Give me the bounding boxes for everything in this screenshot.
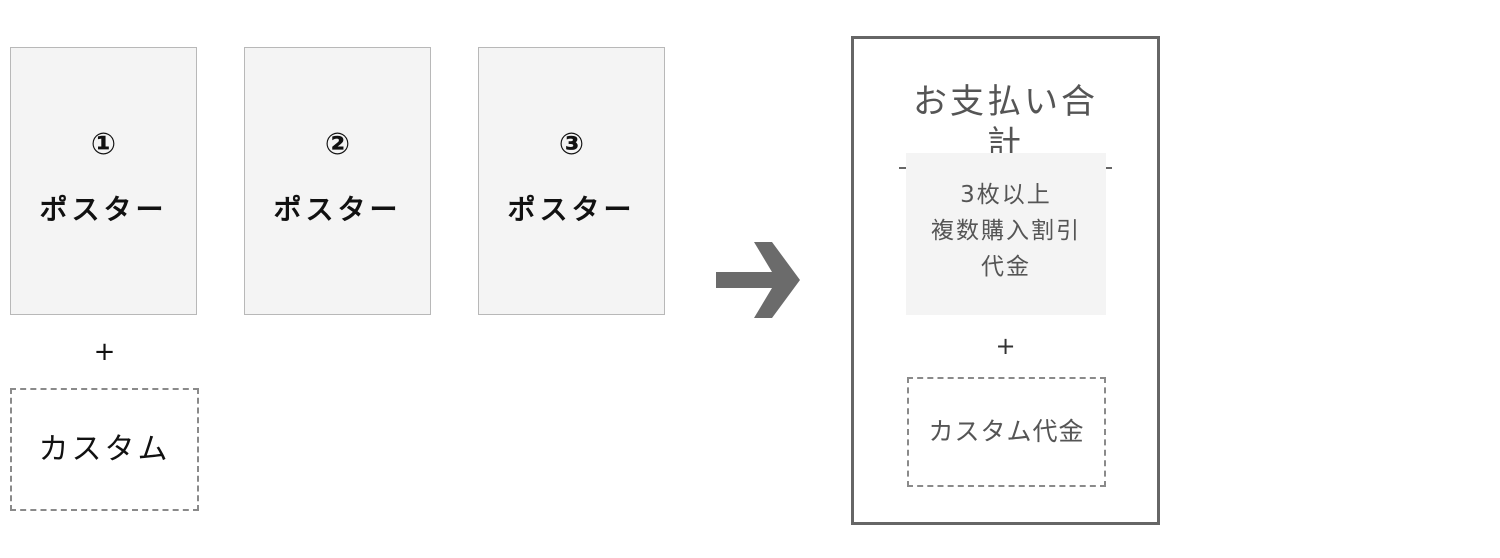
poster-label: ポスター	[39, 193, 168, 226]
discount-line: 代金	[981, 254, 1031, 280]
poster-card-2: ② ポスター	[244, 47, 431, 315]
multi-purchase-discount-box: 3枚以上 複数購入割引 代金	[906, 153, 1106, 315]
custom-fee-label: カスタム代金	[928, 417, 1085, 446]
payment-total-box: お支払い合計 3枚以上 複数購入割引 代金 + カスタム代金	[851, 36, 1160, 525]
discount-line: 3枚以上	[960, 182, 1052, 208]
custom-label: カスタム	[38, 432, 171, 467]
discount-line: 複数購入割引	[931, 218, 1081, 244]
plus-sign: +	[995, 332, 1016, 360]
poster-card-1: ① ポスター	[10, 47, 197, 315]
custom-option-box: カスタム	[10, 388, 199, 511]
poster-label: ポスター	[507, 193, 636, 226]
plus-sign: +	[93, 337, 116, 367]
poster-number: ③	[558, 127, 585, 162]
poster-number: ①	[90, 127, 117, 162]
poster-card-3: ③ ポスター	[478, 47, 665, 315]
poster-label: ポスター	[273, 193, 402, 226]
custom-fee-box: カスタム代金	[907, 377, 1106, 487]
arrow-right-icon	[716, 242, 800, 318]
poster-number: ②	[324, 127, 351, 162]
